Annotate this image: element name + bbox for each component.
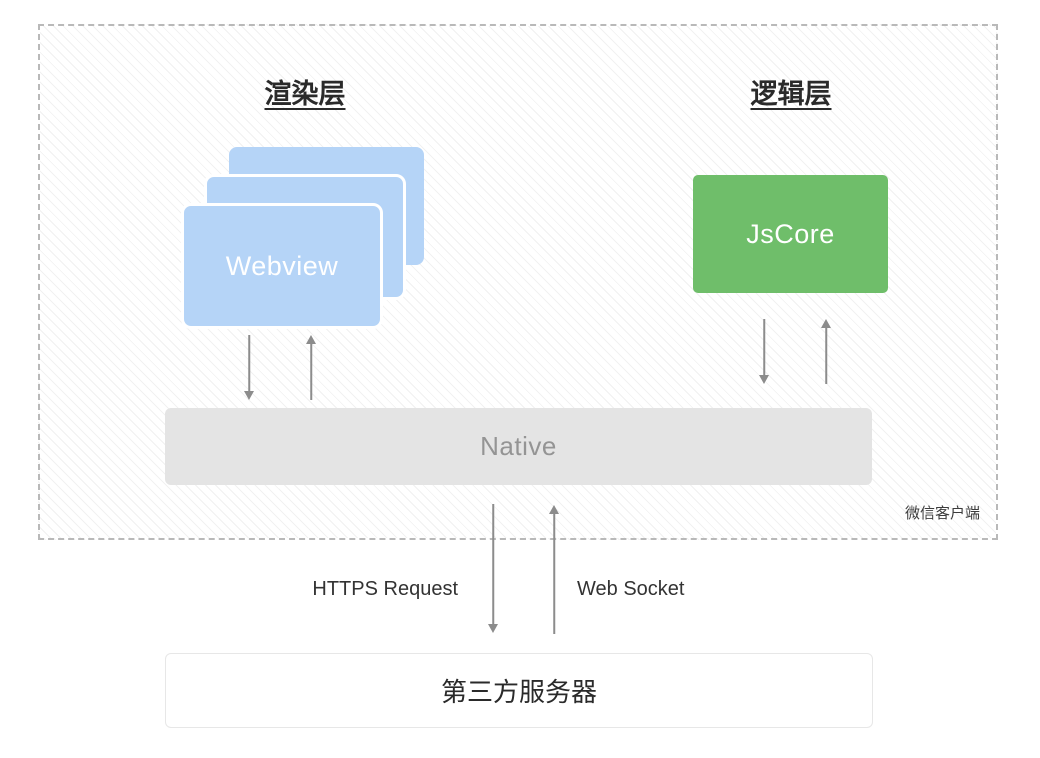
arrow-jscore-to-native-icon: [759, 319, 769, 384]
third-party-server-label: 第三方服务器: [440, 677, 597, 707]
wechat-client-label: 微信客户端: [904, 505, 980, 522]
webview-label: Webview: [225, 250, 339, 281]
arrow-shaft: [310, 342, 312, 400]
jscore-box: JsCore: [693, 175, 888, 293]
web-socket-label: Web Socket: [577, 578, 685, 600]
arrow-https-request-icon: [488, 504, 498, 633]
arrow-native-to-jscore-icon: [821, 319, 831, 384]
arrow-web-socket-icon: [549, 505, 559, 634]
https-request-label: HTTPS Request: [312, 578, 458, 600]
webview-card: Webview: [181, 203, 383, 329]
arrow-shaft: [248, 335, 250, 393]
arrow-head: [244, 391, 254, 400]
arrow-shaft: [763, 319, 765, 377]
arrow-native-to-webview-icon: [306, 335, 316, 400]
arrow-head: [488, 624, 498, 633]
arrow-head: [821, 319, 831, 328]
native-bar: Native: [165, 408, 872, 485]
logic-layer-title: 逻辑层: [750, 79, 832, 109]
arrow-shaft: [492, 504, 494, 626]
arrow-webview-to-native-icon: [244, 335, 254, 400]
third-party-server-box: 第三方服务器: [165, 653, 873, 728]
arrow-head: [759, 375, 769, 384]
arrow-head: [306, 335, 316, 344]
render-layer-title: 渲染层: [264, 79, 346, 109]
arrow-shaft: [553, 512, 555, 634]
jscore-label: JsCore: [746, 218, 835, 249]
arrow-shaft: [825, 326, 827, 384]
native-label: Native: [480, 431, 557, 461]
arrow-head: [549, 505, 559, 514]
